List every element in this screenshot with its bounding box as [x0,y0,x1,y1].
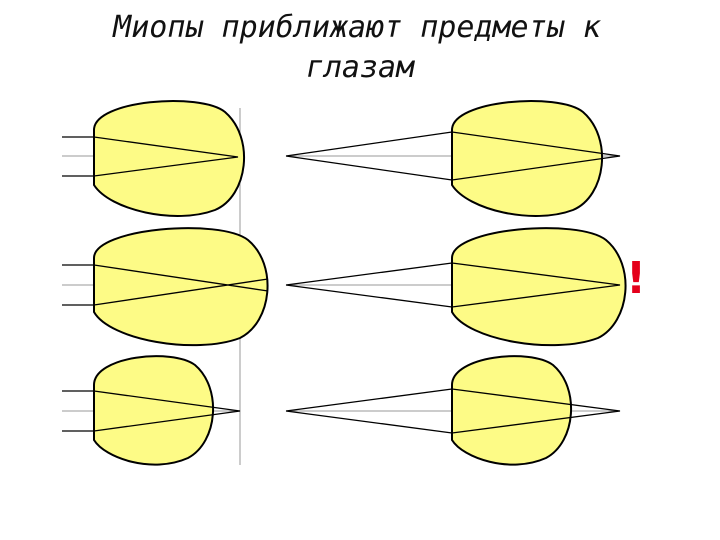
incoming-rays [285,262,453,308]
incoming-rays [285,131,453,181]
refracted-rays [93,136,239,177]
exclamation-mark: ! [626,253,647,304]
eye-myopic-divergent [285,227,627,347]
title-line-1: Миопы приближают предметы к [113,10,601,45]
title-line-2: глазам [305,50,415,85]
incoming-rays [62,390,94,432]
eyeball [451,100,604,217]
incoming-rays [285,388,453,434]
eye-normal-divergent [285,100,621,217]
refracted-rays [451,131,621,181]
eyeball [451,227,627,347]
incoming-rays [62,136,94,177]
incoming-rays [62,264,94,306]
eye-normal-parallel [62,100,246,217]
refracted-rays [451,262,621,308]
refracted-rays [451,388,621,434]
slide-title: Миопы приближают предметы к глазам [0,8,720,88]
refracted-rays [93,264,269,306]
eye-hyperopic-parallel [62,355,241,466]
eye-hyperopic-divergent [285,355,621,466]
eye-myopic-parallel [62,227,269,347]
eyeball [451,355,572,466]
eyeball [93,355,214,466]
eyeball [93,100,246,217]
eyeball [93,227,269,347]
refracted-rays [93,390,241,432]
